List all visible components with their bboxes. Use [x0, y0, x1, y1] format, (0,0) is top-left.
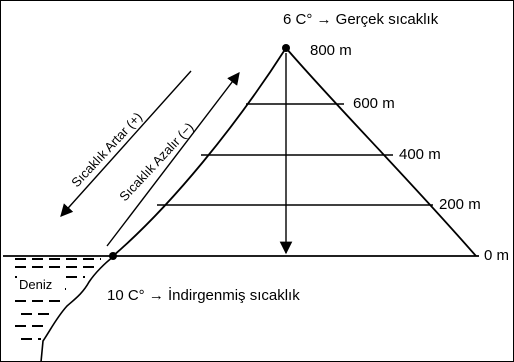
- sea-level-point: [109, 252, 117, 260]
- elevation-label-0: 0 m: [484, 247, 509, 264]
- elevation-label-800: 800 m: [310, 42, 352, 59]
- elevation-label-200: 200 m: [439, 196, 481, 213]
- reduced-temperature-label: 10 C° → İndirgenmiş sıcaklık: [107, 286, 300, 304]
- coast-profile: [40, 256, 114, 361]
- mountain-left-slope: [112, 47, 287, 257]
- sea-label-bg: [17, 276, 65, 292]
- sea-water: [15, 258, 101, 340]
- elevation-label-400: 400 m: [399, 146, 441, 163]
- temperature-decrease-arrow: [106, 71, 240, 247]
- elevation-label-600: 600 m: [353, 95, 395, 112]
- summit-point: [282, 44, 290, 52]
- real-temperature-label: 6 C° → Gerçek sıcaklık: [283, 11, 439, 28]
- temperature-increase-arrow: [60, 70, 192, 217]
- sea-label: Deniz: [19, 277, 52, 292]
- mountain-right-slope: [285, 47, 477, 257]
